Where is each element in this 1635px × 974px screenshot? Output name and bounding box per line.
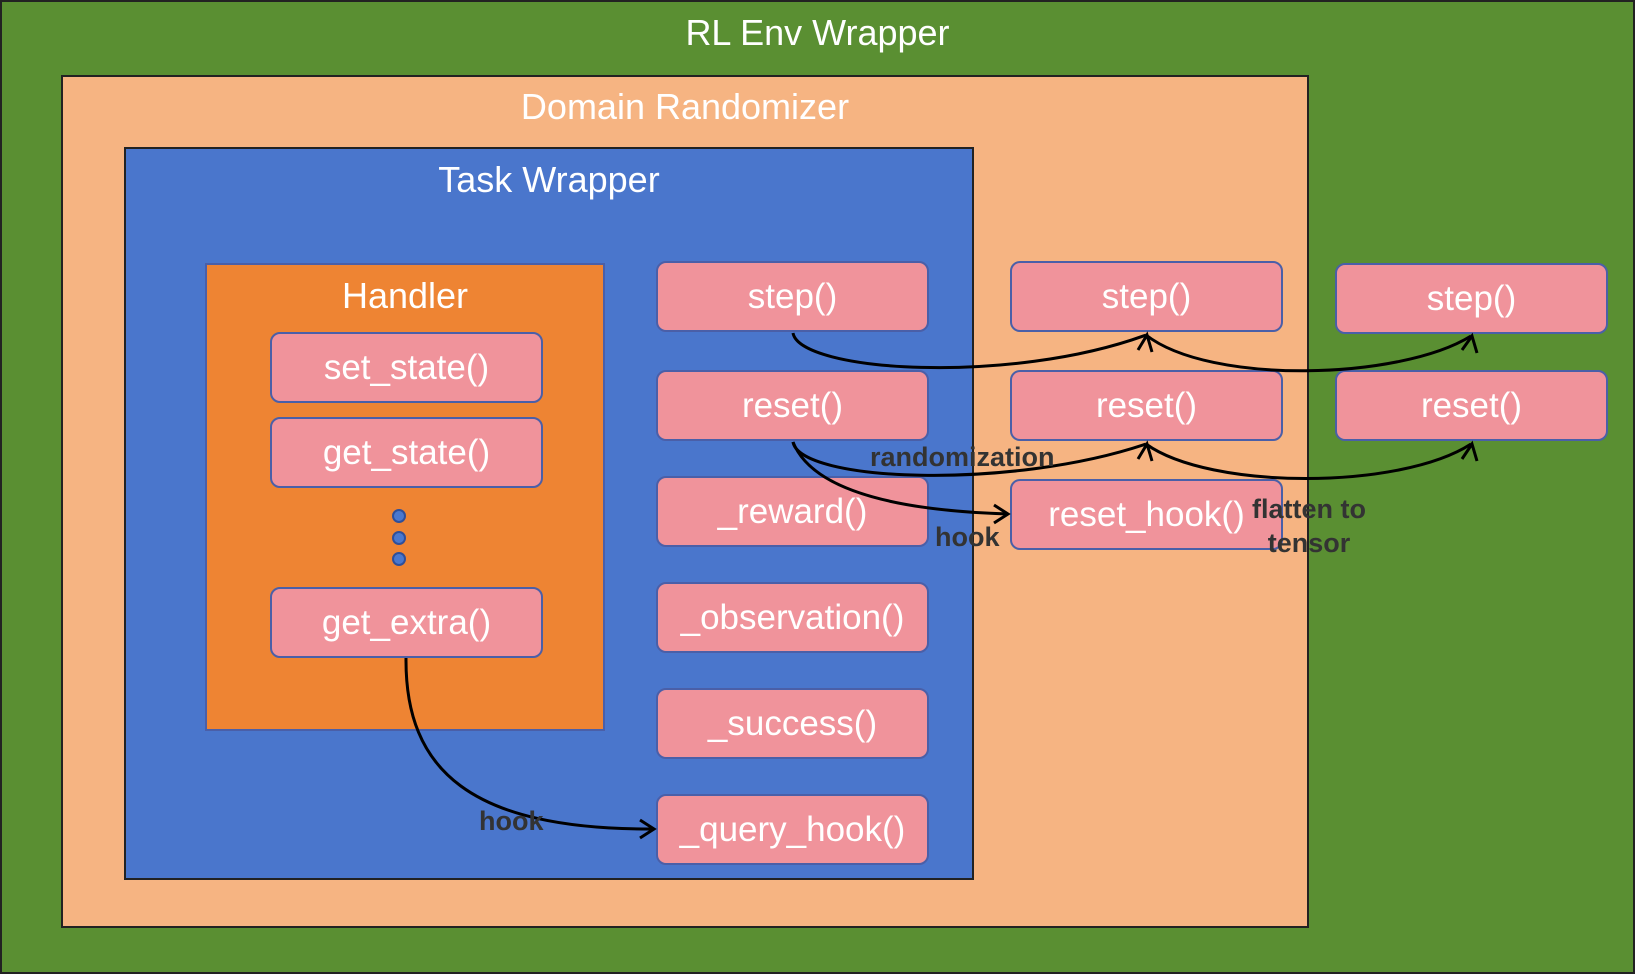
- handler-title: Handler: [341, 275, 469, 316]
- randomizer-reset-method[interactable]: reset(): [1010, 370, 1283, 441]
- flatten-to-tensor-label: flatten to tensor: [1252, 494, 1366, 558]
- env-reset-method[interactable]: reset(): [1335, 370, 1608, 441]
- domain-randomizer-title: Domain Randomizer: [520, 86, 850, 127]
- task-query-hook-method[interactable]: _query_hook(): [656, 794, 929, 865]
- randomizer-step-method[interactable]: step(): [1010, 261, 1283, 332]
- task-observation-method[interactable]: _observation(): [656, 582, 929, 653]
- get-extra-method[interactable]: get_extra(): [270, 587, 543, 658]
- task-reward-method[interactable]: _reward(): [656, 476, 929, 547]
- randomization-label: randomization: [870, 442, 1055, 472]
- set-state-method[interactable]: set_state(): [270, 332, 543, 403]
- get-state-method[interactable]: get_state(): [270, 417, 543, 488]
- task-reset-method[interactable]: reset(): [656, 370, 929, 441]
- rl-env-wrapper-title: RL Env Wrapper: [685, 12, 950, 53]
- ellipsis-dot-icon: [392, 531, 406, 545]
- query-hook-label: hook: [479, 806, 544, 836]
- env-step-method[interactable]: step(): [1335, 263, 1608, 334]
- task-step-method[interactable]: step(): [656, 261, 929, 332]
- ellipsis-dot-icon: [392, 509, 406, 523]
- task-wrapper-title: Task Wrapper: [438, 159, 660, 200]
- reset-hook-method[interactable]: reset_hook(): [1010, 479, 1283, 550]
- ellipsis-dot-icon: [392, 552, 406, 566]
- reset-hook-label: hook: [935, 522, 1000, 552]
- task-success-method[interactable]: _success(): [656, 688, 929, 759]
